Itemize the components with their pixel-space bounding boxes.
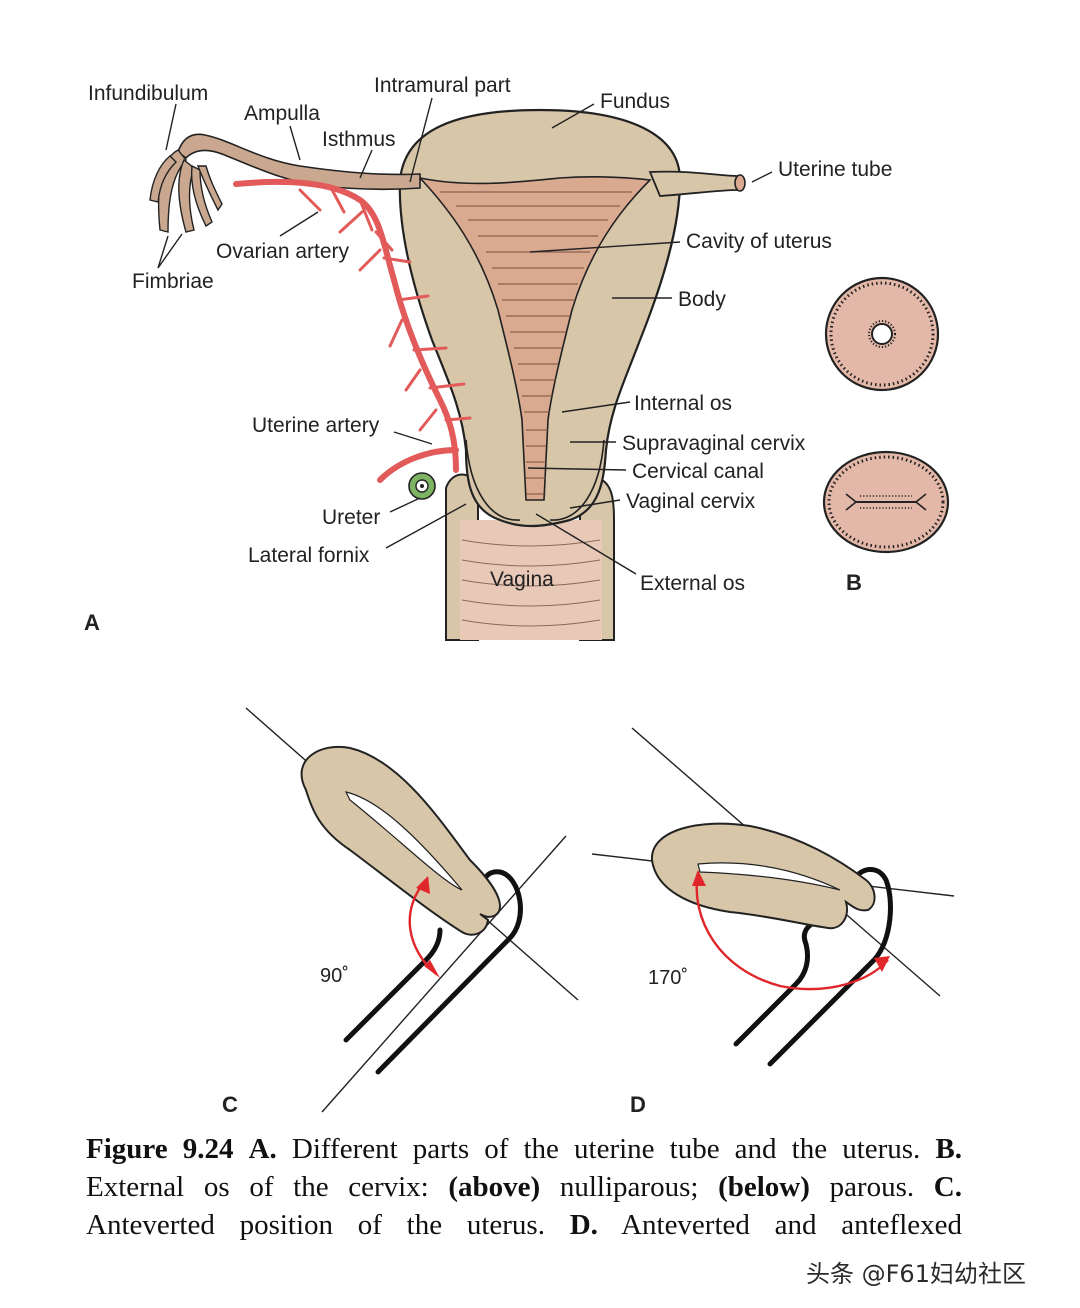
caption-panel-d: D. [569, 1209, 598, 1241]
caption-text-c: Anteverted position of the uterus. [86, 1209, 545, 1241]
caption-above: (above) [448, 1171, 541, 1203]
label-ureter: Ureter [322, 506, 380, 529]
cervix-left-lip [465, 439, 521, 521]
label-intramural-part: Intramural part [374, 74, 511, 97]
caption-line-2: External os of the cervix: (above) nulli… [86, 1168, 962, 1206]
label-isthmus: Isthmus [322, 128, 396, 151]
panel-label-d: D [630, 1092, 646, 1117]
uterine-tube-right [648, 170, 739, 197]
label-supravaginal-cervix: Supravaginal cervix [622, 432, 806, 455]
uterine-tube-opening [734, 174, 746, 192]
label-lateral-fornix: Lateral fornix [248, 544, 370, 567]
panel-c-illustration: 90˚ C [222, 707, 579, 1117]
caption-line-3: Anteverted position of the uterus. D. An… [86, 1206, 962, 1244]
label-cervical-canal: Cervical canal [632, 460, 764, 483]
angle-label-d: 170˚ [648, 967, 688, 989]
panel-b-illustration: B [822, 276, 950, 595]
caption-text-a: Different parts of the uterine tube and … [291, 1133, 921, 1165]
caption-figure-number: Figure 9.24 [86, 1133, 234, 1165]
panel-label-c: C [222, 1092, 238, 1117]
label-vaginal-cervix: Vaginal cervix [626, 490, 756, 513]
caption-text-b: External os of the cervix: [86, 1171, 429, 1203]
label-ampulla: Ampulla [244, 102, 320, 125]
label-infundibulum: Infundibulum [88, 82, 208, 105]
caption-panel-b: B. [935, 1133, 963, 1165]
caption-parous: parous. [829, 1171, 915, 1203]
panel-a-labels: Infundibulum Ampulla Intramural part Ist… [84, 74, 892, 635]
caption-nulliparous: nulliparous; [559, 1171, 699, 1203]
label-cavity-of-uterus: Cavity of uterus [686, 230, 832, 253]
cervix-right-lip [549, 439, 605, 521]
label-uterine-artery: Uterine artery [252, 414, 380, 437]
caption-panel-a: A. [248, 1133, 277, 1165]
arteries [233, 178, 472, 483]
label-external-os: External os [640, 572, 745, 595]
uterine-cavity [417, 175, 652, 501]
panel-a-illustration [149, 108, 746, 641]
caption-panel-c: C. [933, 1171, 962, 1203]
watermark: 头条 @F61妇幼社区 [806, 1260, 1026, 1288]
panel-d-illustration: 170˚ D [591, 727, 955, 1117]
panel-label-a: A [84, 610, 100, 635]
figure-caption: Figure 9.24 A. Different parts of the ut… [86, 1130, 962, 1244]
caption-line-1: Figure 9.24 A. Different parts of the ut… [86, 1130, 962, 1168]
label-vagina: Vagina [490, 568, 554, 591]
label-body: Body [678, 288, 726, 311]
caption-text-d: Anteverted and anteflexed [621, 1209, 963, 1241]
fimbriae-shape [149, 149, 223, 233]
angle-label-c: 90˚ [320, 965, 349, 987]
caption-below: (below) [718, 1171, 810, 1203]
panel-a-leader-lines [157, 97, 773, 575]
label-internal-os: Internal os [634, 392, 732, 415]
label-uterine-tube: Uterine tube [778, 158, 892, 181]
label-fundus: Fundus [600, 90, 670, 113]
label-fimbriae: Fimbriae [132, 270, 214, 293]
panel-label-b: B [846, 570, 862, 595]
label-ovarian-artery: Ovarian artery [216, 240, 350, 263]
